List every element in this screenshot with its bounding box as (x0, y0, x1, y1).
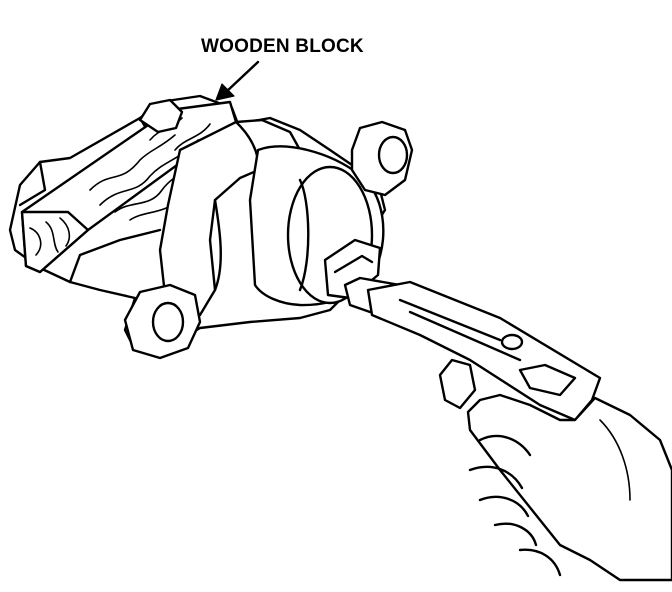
wooden-block-label: WOODEN BLOCK (201, 36, 364, 57)
mounting-ear-bottom (123, 283, 202, 360)
mounting-ear-left (138, 98, 184, 134)
mounting-ear-top (350, 120, 414, 197)
callout-arrow (215, 60, 260, 101)
wooden-block (20, 100, 238, 274)
air-gun (343, 276, 602, 422)
operator-hand (466, 393, 672, 582)
